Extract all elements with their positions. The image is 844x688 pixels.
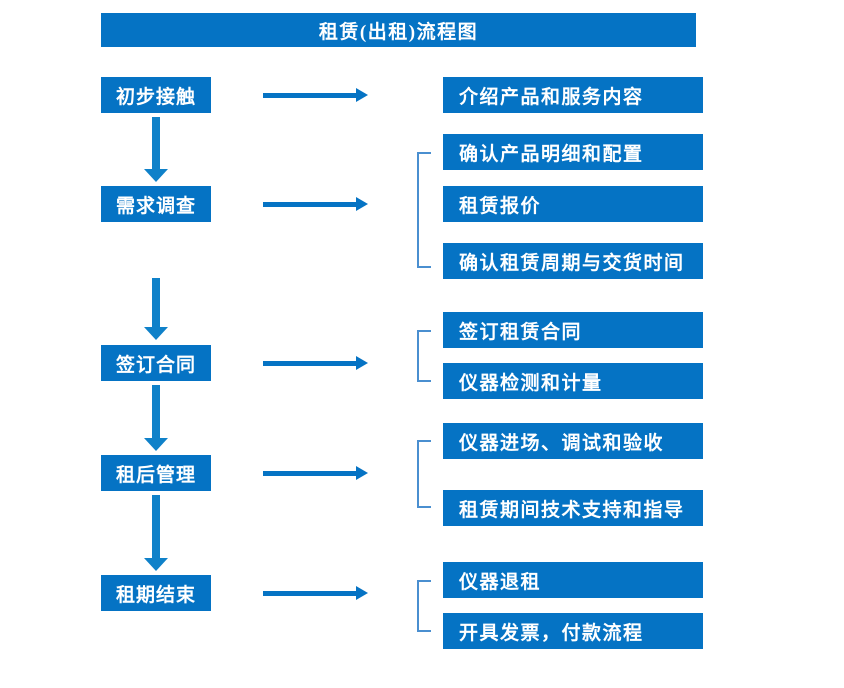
detail-box-introduce-products[interactable]: 介绍产品和服务内容	[443, 77, 703, 113]
detail-box-rental-quotation[interactable]: 租赁报价	[443, 186, 703, 222]
group-bracket-requirements	[417, 152, 431, 268]
detail-box-instrument-return[interactable]: 仪器退租	[443, 562, 703, 598]
stage-box-initial-contact[interactable]: 初步接触	[101, 77, 211, 113]
detail-box-confirm-rental-period[interactable]: 确认租赁周期与交货时间	[443, 243, 703, 279]
horizontal-arrow-requirement-survey	[263, 194, 368, 214]
horizontal-arrow-initial-contact	[263, 85, 368, 105]
detail-box-sign-rental-contract[interactable]: 签订租赁合同	[443, 312, 703, 348]
vertical-arrow-contract-to-management	[144, 385, 168, 451]
detail-box-technical-support[interactable]: 租赁期间技术支持和指导	[443, 490, 703, 526]
vertical-arrow-survey-to-contract	[144, 278, 168, 340]
horizontal-arrow-rental-end	[263, 583, 368, 603]
detail-box-confirm-product-details[interactable]: 确认产品明细和配置	[443, 134, 703, 170]
group-bracket-termination	[417, 580, 431, 632]
stage-box-rental-end[interactable]: 租期结束	[101, 575, 211, 611]
detail-box-instrument-installation[interactable]: 仪器进场、调试和验收	[443, 423, 703, 459]
group-bracket-post-rental	[417, 440, 431, 508]
stage-box-post-rental-management[interactable]: 租后管理	[101, 455, 211, 491]
stage-box-requirement-survey[interactable]: 需求调查	[101, 186, 211, 222]
vertical-arrow-contact-to-survey	[144, 117, 168, 182]
horizontal-arrow-sign-contract	[263, 353, 368, 373]
horizontal-arrow-post-rental-management	[263, 463, 368, 483]
group-bracket-contract	[417, 330, 431, 382]
detail-box-invoice-payment[interactable]: 开具发票，付款流程	[443, 613, 703, 649]
vertical-arrow-management-to-end	[144, 495, 168, 571]
diagram-title: 租赁(出租)流程图	[101, 13, 696, 47]
detail-box-instrument-inspection[interactable]: 仪器检测和计量	[443, 363, 703, 399]
stage-box-sign-contract[interactable]: 签订合同	[101, 345, 211, 381]
